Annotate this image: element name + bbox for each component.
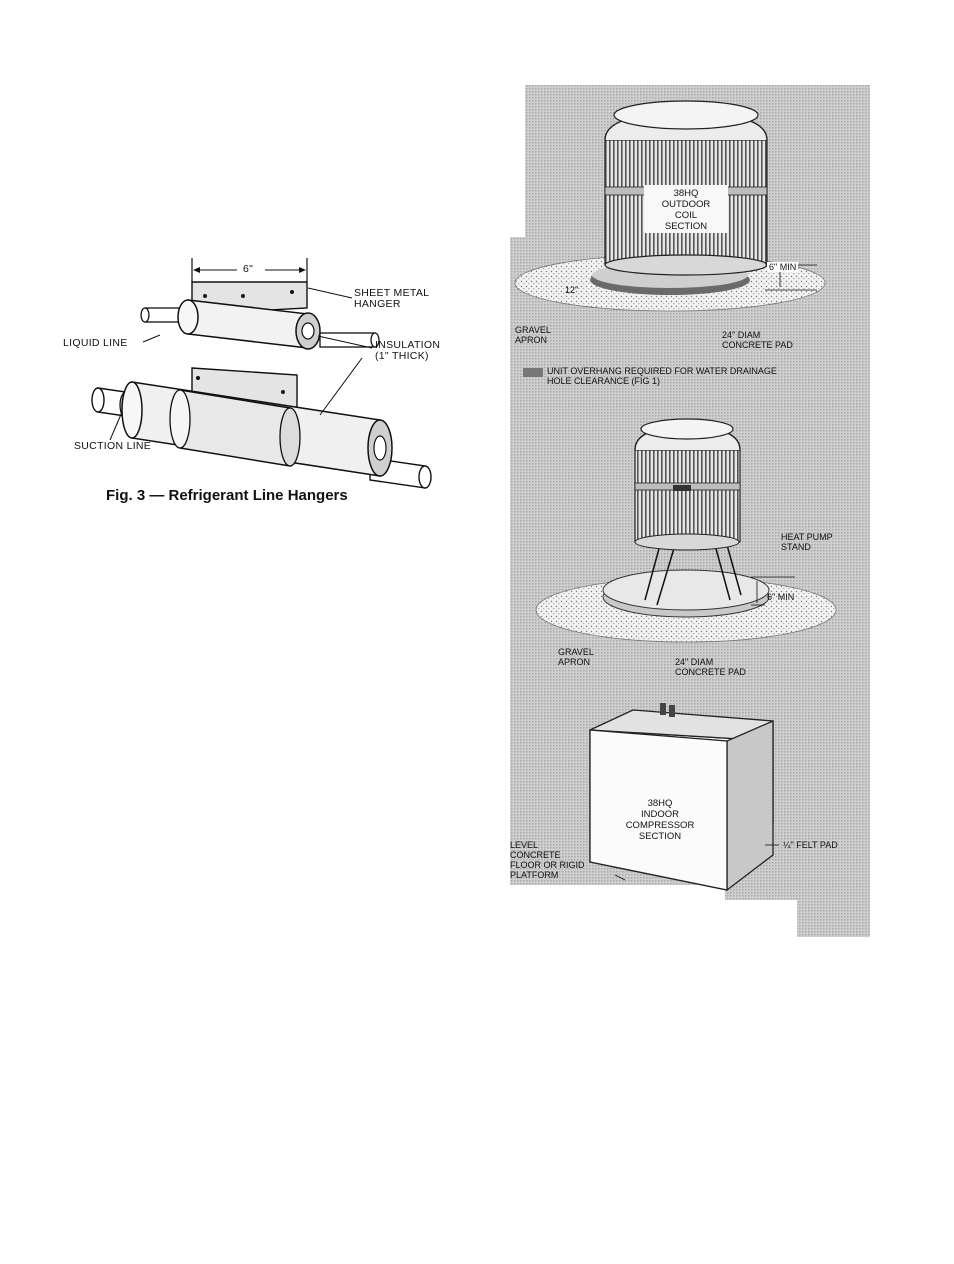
six-min-top-label: 6" MIN [767,262,799,272]
concrete-pad-top-label: 24" DIAM CONCRETE PAD [722,330,793,350]
unit-installation-figure: 38HQ OUTDOOR COIL SECTION 6" MIN 12" GRA… [505,85,875,937]
indoor-compressor-label: 38HQ INDOOR COMPRESSOR SECTION [625,798,695,842]
concrete-pad-mid-label: 24" DIAM CONCRETE PAD [675,657,746,677]
refrigerant-line-hangers-figure: 6" SHEET METAL HANGER LIQUID LINE INSULA… [40,230,460,520]
insulation-label: INSULATION (1" THICK) [375,339,441,362]
sheet-metal-hanger-label: SHEET METAL HANGER [354,287,430,310]
installation-drawing [510,85,870,937]
liquid-line-label: LIQUID LINE [63,337,128,349]
six-min-mid-label: 6" MIN [767,592,795,602]
suction-line-label: SUCTION LINE [74,440,152,452]
hanger-length-dimension: 6" [243,263,254,275]
gravel-apron-top-label: GRAVEL APRON [515,325,551,345]
figure-caption: Fig. 3 — Refrigerant Line Hangers [106,487,348,504]
heat-pump-stand-label: HEAT PUMP STAND [781,532,833,552]
outdoor-coil-label: 38HQ OUTDOOR COIL SECTION [661,188,711,232]
gravel-apron-mid-label: GRAVEL APRON [558,647,594,667]
hanger-drawing [91,258,432,489]
level-floor-label: LEVEL CONCRETE FLOOR OR RIGID PLATFORM [510,840,585,880]
overhang-note: UNIT OVERHANG REQUIRED FOR WATER DRAINAG… [547,366,777,386]
twelve-inch-label: 12" [565,285,579,295]
felt-pad-label: ¼" FELT PAD [783,840,838,850]
